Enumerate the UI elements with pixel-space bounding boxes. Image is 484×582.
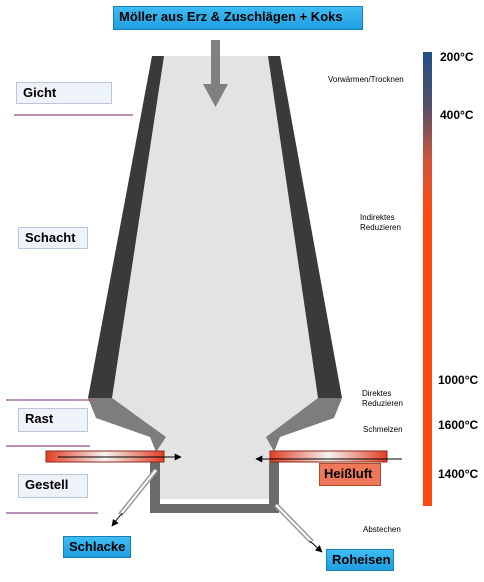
iron-arrow	[309, 540, 323, 553]
process-label-direct-reduction: Direktes Reduzieren	[362, 389, 403, 409]
hearth-bottom	[150, 504, 279, 513]
process-label-indirect-reduction: Indirektes Reduzieren	[360, 213, 401, 233]
right-bosh-wall	[266, 398, 342, 452]
process-label-melting: Schmelzen	[363, 425, 403, 434]
zone-label-rast: Rast	[18, 408, 88, 432]
pig-iron-label: Roheisen	[326, 549, 394, 571]
indirect-line-1: Indirektes	[360, 213, 395, 222]
left-bosh-wall	[88, 398, 166, 452]
zone-label-gicht: Gicht	[16, 82, 112, 104]
temperature-label-1600: 1600°C	[438, 418, 479, 432]
indirect-line-2: Reduzieren	[360, 223, 401, 232]
furnace-interior	[110, 56, 318, 499]
hot-air-label: Heißluft	[319, 463, 381, 486]
hearth-right-wall	[269, 462, 279, 504]
process-label-tapping: Abstechen	[363, 525, 401, 534]
zone-label-gestell: Gestell	[18, 474, 88, 498]
temperature-label-1400: 1400°C	[438, 467, 479, 481]
feed-arrow-shaft	[211, 40, 220, 86]
temperature-label-1000: 1000°C	[438, 373, 479, 387]
feed-arrow-head	[203, 84, 228, 107]
iron-taphole-core	[275, 504, 313, 543]
slag-label: Schlacke	[63, 536, 131, 558]
process-label-preheating: Vorwärmen/Trocknen	[328, 75, 404, 84]
hearth-left-wall	[150, 462, 160, 504]
temperature-label-200: 200°C	[440, 50, 474, 64]
slag-taphole-core	[119, 469, 157, 516]
right-tuyere	[269, 450, 388, 463]
feed-label: Möller aus Erz & Zuschlägen + Koks	[113, 6, 363, 30]
temperature-scale-bar	[423, 52, 432, 506]
right-shaft-wall	[268, 56, 342, 398]
slag-arrow	[111, 512, 123, 527]
direct-line-2: Reduzieren	[362, 399, 403, 408]
left-shaft-wall	[88, 56, 164, 398]
temperature-label-400: 400°C	[440, 108, 474, 122]
zone-label-schacht: Schacht	[18, 227, 88, 249]
direct-line-1: Direktes	[362, 389, 392, 398]
